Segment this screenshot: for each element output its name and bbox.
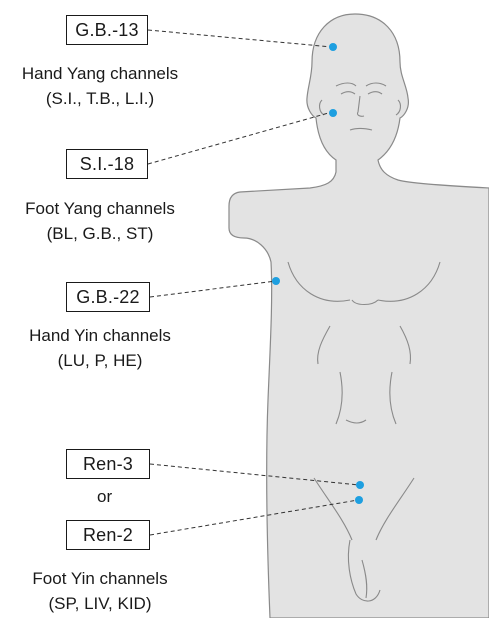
caption-foot-yang-channels: (BL, G.B., ST) [6,221,194,246]
leader-si18 [148,112,332,164]
point-label-gb13: G.B.-13 [66,15,148,45]
caption-hand-yang: Hand Yang channels (S.I., T.B., L.I.) [6,61,194,111]
point-dot-gb22 [272,277,280,285]
point-dot-si18 [329,109,337,117]
caption-foot-yang-title: Foot Yang channels [6,196,194,221]
point-dot-gb13 [329,43,337,51]
caption-foot-yin-title: Foot Yin channels [6,566,194,591]
caption-hand-yang-title: Hand Yang channels [6,61,194,86]
caption-hand-yin-title: Hand Yin channels [6,323,194,348]
leader-gb22 [150,281,276,297]
point-label-si18: S.I.-18 [66,149,148,179]
caption-hand-yin: Hand Yin channels (LU, P, HE) [6,323,194,373]
point-label-ren3: Ren-3 [66,449,150,479]
caption-hand-yang-channels: (S.I., T.B., L.I.) [6,86,194,111]
point-dot-ren2 [355,496,363,504]
caption-foot-yin-channels: (SP, LIV, KID) [6,591,194,616]
point-dot-ren3 [356,481,364,489]
caption-hand-yin-channels: (LU, P, HE) [6,348,194,373]
point-label-ren2: Ren-2 [66,520,150,550]
or-label: or [97,487,112,507]
leader-gb13 [148,30,332,47]
caption-foot-yang: Foot Yang channels (BL, G.B., ST) [6,196,194,246]
caption-foot-yin: Foot Yin channels (SP, LIV, KID) [6,566,194,616]
point-label-gb22: G.B.-22 [66,282,150,312]
